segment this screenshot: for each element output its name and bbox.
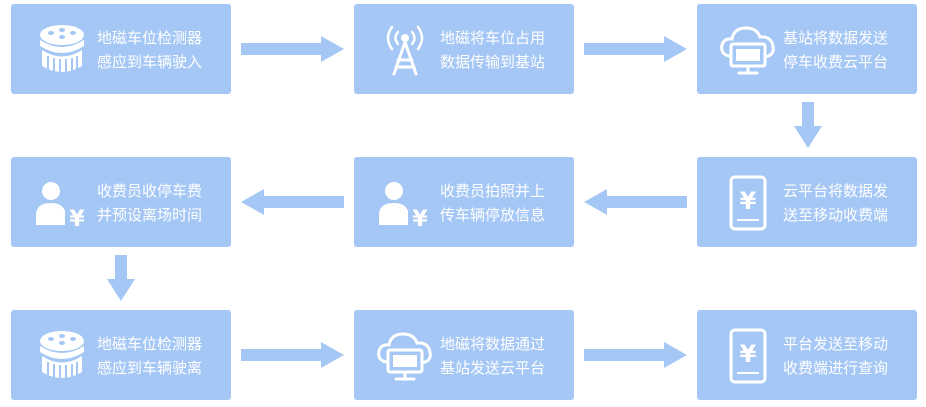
- step-7-box: 地磁车位检测器 感应到车辆驶离: [11, 310, 231, 400]
- step-4-box: ¥ 云平台将数据发 送至移动收费端: [697, 157, 917, 247]
- step-4-text: 云平台将数据发 送至移动收费端: [783, 182, 889, 224]
- mobile-payment-icon: ¥: [715, 322, 781, 388]
- svg-text:¥: ¥: [740, 187, 757, 215]
- magnetic-sensor-icon: [29, 16, 95, 82]
- arrow-down-icon: [107, 255, 135, 301]
- svg-text:¥: ¥: [740, 340, 757, 368]
- arrow-right-icon: [241, 36, 344, 62]
- arrow-left-icon: [584, 189, 687, 215]
- arrow-right-icon: [241, 342, 344, 368]
- step-8-box: 地磁将数据通过 基站发送云平台: [354, 310, 574, 400]
- step-1-text: 地磁车位检测器 感应到车辆驶入: [97, 29, 203, 71]
- step-2-text: 地磁将车位占用 数据传输到基站: [440, 29, 546, 71]
- mobile-payment-icon: ¥: [715, 169, 781, 235]
- svg-text:¥: ¥: [69, 207, 85, 232]
- step-9-box: ¥ 平台发送至移动 收费端进行查询: [697, 310, 917, 400]
- step-2-box: 地磁将车位占用 数据传输到基站: [354, 4, 574, 94]
- step-5-text: 收费员拍照并上 传车辆停放信息: [440, 182, 546, 224]
- collector-payment-icon: ¥: [29, 169, 95, 235]
- cloud-monitor-icon: [372, 322, 438, 388]
- svg-text:¥: ¥: [412, 207, 428, 232]
- step-3-box: 基站将数据发送 停车收费云平台: [697, 4, 917, 94]
- step-6-box: ¥ 收费员收停车费 并预设离场时间: [11, 157, 231, 247]
- step-5-box: ¥ 收费员拍照并上 传车辆停放信息: [354, 157, 574, 247]
- step-9-text: 平台发送至移动 收费端进行查询: [783, 335, 889, 377]
- step-7-text: 地磁车位检测器 感应到车辆驶离: [97, 335, 203, 377]
- magnetic-sensor-icon: [29, 322, 95, 388]
- arrow-left-icon: [241, 189, 344, 215]
- cloud-monitor-icon: [715, 16, 781, 82]
- arrow-down-icon: [794, 102, 822, 148]
- antenna-tower-icon: [372, 16, 438, 82]
- arrow-right-icon: [584, 36, 687, 62]
- step-6-text: 收费员收停车费 并预设离场时间: [97, 182, 203, 224]
- collector-payment-icon: ¥: [372, 169, 438, 235]
- step-3-text: 基站将数据发送 停车收费云平台: [783, 29, 889, 71]
- arrow-right-icon: [584, 342, 687, 368]
- step-1-box: 地磁车位检测器 感应到车辆驶入: [11, 4, 231, 94]
- step-8-text: 地磁将数据通过 基站发送云平台: [440, 335, 546, 377]
